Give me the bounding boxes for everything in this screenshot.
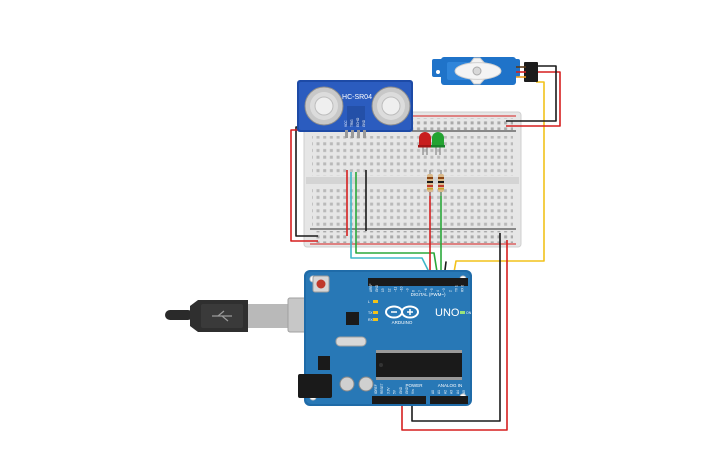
board-model: UNO bbox=[435, 307, 460, 319]
atmega-chip bbox=[376, 350, 462, 380]
sensor-pin[interactable] bbox=[345, 130, 348, 138]
sensor-pin[interactable] bbox=[363, 130, 366, 138]
analog-pin-label: A1 bbox=[437, 390, 441, 394]
crystal bbox=[335, 336, 367, 347]
led-l-indicator bbox=[373, 300, 378, 303]
board-led-label: L bbox=[368, 300, 370, 304]
usb-icon bbox=[212, 310, 232, 322]
power-jack[interactable] bbox=[298, 374, 332, 398]
digital-pin-label: 8 bbox=[412, 290, 416, 292]
sensor-label: HC-SR04 bbox=[342, 94, 372, 101]
digital-pin-label: ~5 bbox=[430, 288, 434, 292]
digital-pin-label: 7 bbox=[418, 290, 422, 292]
board-led-label: RX bbox=[368, 318, 374, 322]
breadboard bbox=[303, 111, 522, 248]
sensor-pin-label: ECHO bbox=[356, 117, 360, 127]
analog-pin-label: A5 bbox=[462, 390, 466, 394]
wire-power-gnd bbox=[411, 233, 501, 422]
sensor-pin-label: GND bbox=[362, 119, 366, 127]
resistor-2[interactable] bbox=[438, 170, 444, 196]
digital-pin-label: 2 bbox=[448, 290, 452, 292]
power-pin-label: 5V bbox=[393, 389, 397, 394]
board-logo-text: ARDUINO bbox=[392, 320, 413, 325]
power-pin-label: IOREF bbox=[374, 384, 378, 394]
digital-pin-label: ~10 bbox=[400, 286, 404, 292]
wires bbox=[290, 65, 561, 431]
ultrasonic-sensor: HC-SR04 bbox=[297, 80, 413, 138]
wire-power-5v bbox=[401, 240, 508, 431]
power-pin-label: GND bbox=[405, 386, 409, 394]
capacitor bbox=[339, 376, 355, 392]
power-header-label: POWER bbox=[405, 383, 423, 388]
digital-pin-label: ~3 bbox=[442, 288, 446, 292]
digital-pin-label: 12 bbox=[387, 288, 391, 292]
digital-pin-label: TX 1 bbox=[454, 285, 458, 292]
digital-pin-label: GND bbox=[375, 284, 379, 292]
sensor-pin[interactable] bbox=[351, 130, 354, 138]
reset-button[interactable] bbox=[312, 275, 330, 293]
analog-pin-label: A4 bbox=[456, 390, 460, 394]
led-on-indicator bbox=[460, 311, 465, 314]
digital-pin-label: ~6 bbox=[424, 288, 428, 292]
led-red[interactable] bbox=[418, 132, 432, 155]
voltage-regulator bbox=[318, 356, 330, 370]
wire-echo bbox=[355, 172, 439, 279]
analog-header-label: ANALOG IN bbox=[438, 383, 463, 388]
digital-header-label: DIGITAL (PWM~) bbox=[411, 292, 446, 297]
arduino-uno-board: DIGITAL (PWM~) ARDUINO UNO bbox=[298, 270, 472, 406]
wire-trig bbox=[350, 172, 433, 279]
wire-servo-gnd bbox=[506, 65, 557, 122]
power-pin-label: RESET bbox=[380, 383, 384, 394]
sensor-pin-label: TRIG bbox=[350, 119, 354, 127]
wire-servo-signal bbox=[452, 81, 545, 279]
analog-pin-label: A3 bbox=[450, 390, 454, 394]
sensor-transducer-left bbox=[304, 86, 344, 126]
sensor-transducer-right bbox=[371, 86, 411, 126]
digital-pin-label: AREF bbox=[369, 283, 373, 292]
led-rx-indicator bbox=[373, 318, 378, 321]
servo-horn[interactable] bbox=[454, 57, 502, 85]
board-led-label: ON bbox=[466, 311, 472, 315]
usb-cable bbox=[165, 297, 323, 333]
power-pin-label: 3.3V bbox=[386, 387, 390, 394]
servo-connector[interactable] bbox=[524, 62, 538, 82]
board-led-label: TX bbox=[368, 311, 373, 315]
digital-pin-label: ~11 bbox=[393, 287, 397, 292]
power-pin-label: GND bbox=[399, 386, 403, 394]
digital-pin-label: 4 bbox=[436, 290, 440, 292]
sensor-pin[interactable] bbox=[357, 130, 360, 138]
digital-pin-label: ~9 bbox=[406, 288, 410, 292]
usb-chip bbox=[346, 312, 359, 325]
capacitor bbox=[358, 376, 374, 392]
power-pin-label: Vin bbox=[411, 389, 415, 394]
digital-pin-label: RX 0 bbox=[461, 285, 465, 292]
resistor-1[interactable] bbox=[427, 170, 433, 196]
wire-servo-vcc bbox=[506, 71, 561, 127]
led-green[interactable] bbox=[431, 132, 445, 155]
servo-motor bbox=[432, 57, 538, 85]
sensor-pin-label: VCC bbox=[344, 120, 348, 127]
analog-pin-label: A0 bbox=[431, 390, 435, 394]
analog-pin-label: A2 bbox=[443, 390, 447, 394]
digital-pin-label: 13 bbox=[381, 288, 385, 292]
arduino-logo bbox=[385, 305, 419, 319]
led-tx-indicator bbox=[373, 311, 378, 314]
